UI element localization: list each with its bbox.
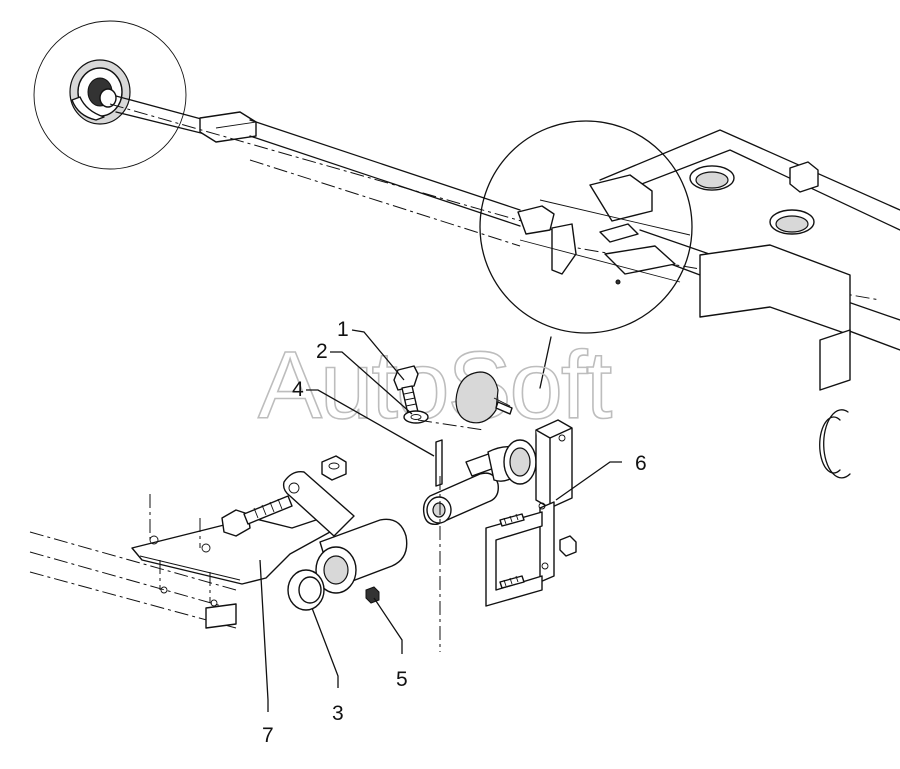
pin-4 bbox=[435, 439, 443, 487]
bolt-arm bbox=[221, 495, 293, 537]
washer-2 bbox=[403, 410, 429, 424]
alignment-lines bbox=[417, 419, 485, 652]
base-plate bbox=[29, 494, 237, 629]
callout-6: 6 bbox=[635, 452, 647, 475]
callout-5: 5 bbox=[396, 668, 408, 691]
callout-7: 7 bbox=[262, 724, 274, 747]
nipple-5 bbox=[365, 586, 380, 604]
bushing-3 bbox=[287, 569, 325, 611]
callout-2: 2 bbox=[316, 340, 328, 363]
axle-shaft bbox=[109, 95, 881, 301]
arm-7 bbox=[131, 471, 355, 585]
bushing-housing bbox=[315, 518, 408, 594]
tractor-frame bbox=[599, 129, 900, 479]
callout-4: 4 bbox=[292, 378, 304, 401]
callout-labels: 1 2 4 6 3 5 7 bbox=[262, 318, 647, 747]
detail-magnifier bbox=[479, 120, 693, 389]
pivot-shaft bbox=[422, 439, 537, 525]
leader-lines bbox=[259, 329, 622, 712]
callout-1: 1 bbox=[337, 318, 349, 341]
rubber-bumper bbox=[455, 371, 513, 424]
nut-top bbox=[321, 455, 347, 481]
callout-3: 3 bbox=[332, 702, 344, 725]
bracket-6 bbox=[485, 419, 577, 607]
wheel-assembly bbox=[33, 20, 187, 170]
bolt-1 bbox=[393, 365, 419, 415]
